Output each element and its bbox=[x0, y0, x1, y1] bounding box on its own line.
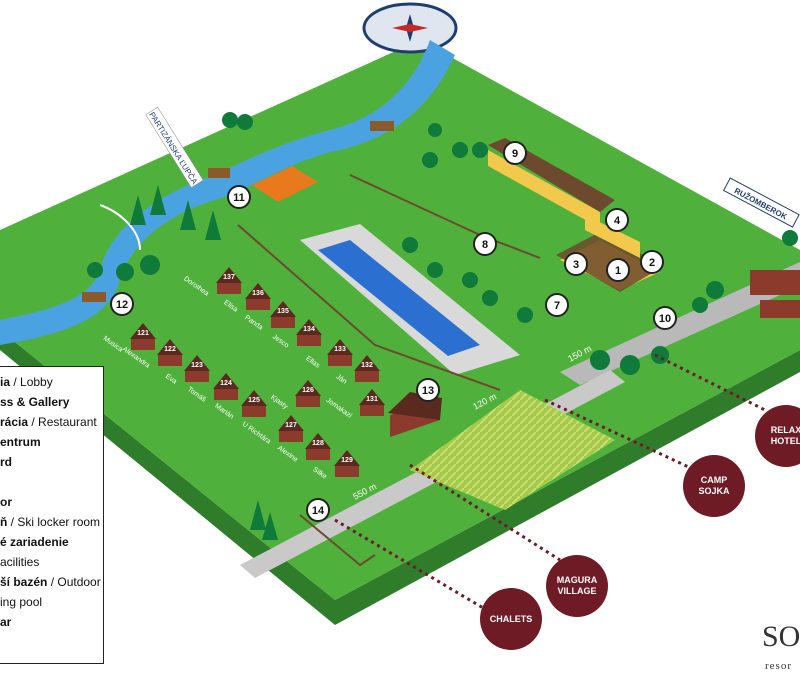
trees bbox=[87, 112, 798, 540]
svg-text:1: 1 bbox=[615, 265, 621, 277]
compass-icon bbox=[362, 2, 458, 54]
legend-row: rd bbox=[0, 455, 12, 469]
svg-text:3: 3 bbox=[573, 259, 579, 271]
ground-side bbox=[0, 330, 800, 625]
chalet-number: 132 bbox=[361, 362, 373, 369]
chalet-number: 131 bbox=[366, 396, 378, 403]
legend-row: ň / Ski locker room bbox=[0, 515, 101, 529]
parking-lot bbox=[300, 224, 520, 375]
pin-13[interactable]: 13 bbox=[416, 378, 440, 402]
svg-text:9: 9 bbox=[512, 148, 518, 160]
chalet-number: 126 bbox=[302, 387, 314, 394]
chalet-number: 135 bbox=[277, 308, 289, 315]
destination-lines bbox=[334, 353, 766, 617]
pin-14[interactable]: 14 bbox=[306, 498, 330, 522]
legend-row: rácia / Restaurant bbox=[0, 415, 97, 429]
pin-12[interactable]: 12 bbox=[110, 292, 134, 316]
bridge bbox=[208, 168, 230, 178]
svg-text:11: 11 bbox=[233, 192, 245, 204]
svg-text:4: 4 bbox=[614, 215, 621, 227]
legend-row: ar bbox=[0, 615, 12, 629]
pin-2[interactable]: 2 bbox=[640, 250, 664, 274]
chalet-number: 122 bbox=[164, 346, 176, 353]
legend-row: ší bazén / Outdoor bbox=[0, 575, 101, 589]
svg-text:8: 8 bbox=[482, 239, 488, 251]
legend-row: ss & Gallery bbox=[0, 395, 70, 409]
road-ruzomberok bbox=[560, 262, 800, 385]
pin-8[interactable]: 8 bbox=[473, 232, 497, 256]
resort-logo: SO resor bbox=[762, 620, 800, 672]
badge-label: CHALETS bbox=[489, 613, 533, 624]
chalet-number: 127 bbox=[285, 422, 297, 429]
svg-text:7: 7 bbox=[554, 300, 560, 312]
badge-chalets[interactable]: CHALETS bbox=[480, 588, 542, 650]
chalet-number: 136 bbox=[252, 290, 264, 297]
legend-row: ia / Lobby bbox=[0, 375, 53, 389]
pin-1[interactable]: 1 bbox=[606, 258, 630, 282]
bridge bbox=[82, 292, 106, 302]
chalet-number: 128 bbox=[312, 440, 324, 447]
chalet-number: 124 bbox=[220, 380, 232, 387]
legend-row: acilities bbox=[0, 555, 40, 569]
chalet-number: 125 bbox=[248, 397, 260, 404]
river bbox=[0, 40, 455, 345]
pin-9[interactable]: 9 bbox=[503, 141, 527, 165]
pin-11[interactable]: 11 bbox=[227, 185, 251, 209]
legend-row: ing pool bbox=[0, 595, 43, 609]
svg-text:2: 2 bbox=[649, 257, 655, 269]
chalet-number: 129 bbox=[341, 457, 353, 464]
legend-row: é zariadenie bbox=[0, 535, 69, 549]
pin-4[interactable]: 4 bbox=[605, 208, 629, 232]
pin-3[interactable]: 3 bbox=[564, 252, 588, 276]
pin-7[interactable]: 7 bbox=[545, 293, 569, 317]
chalet-number: 133 bbox=[334, 346, 346, 353]
map-legend: ia / Lobby ss & Gallery rácia / Restaurant… bbox=[0, 366, 104, 664]
chalet-number: 137 bbox=[223, 274, 235, 281]
legend-row: or bbox=[0, 495, 12, 509]
bridge bbox=[370, 121, 394, 131]
svg-text:RUŽOMBEROK: RUŽOMBEROK bbox=[733, 186, 789, 221]
svg-text:14: 14 bbox=[312, 505, 325, 517]
legend-row: entrum bbox=[0, 435, 41, 449]
chalet-number: 134 bbox=[303, 326, 315, 333]
chalet-number: 123 bbox=[191, 362, 203, 369]
crop-field bbox=[410, 390, 615, 510]
svg-text:10: 10 bbox=[659, 313, 671, 325]
football-pitch bbox=[252, 166, 318, 202]
pin-10[interactable]: 10 bbox=[653, 306, 677, 330]
chalet-number: 121 bbox=[137, 330, 149, 337]
svg-text:13: 13 bbox=[422, 385, 434, 397]
svg-text:12: 12 bbox=[116, 299, 128, 311]
cabin-block bbox=[750, 270, 800, 318]
